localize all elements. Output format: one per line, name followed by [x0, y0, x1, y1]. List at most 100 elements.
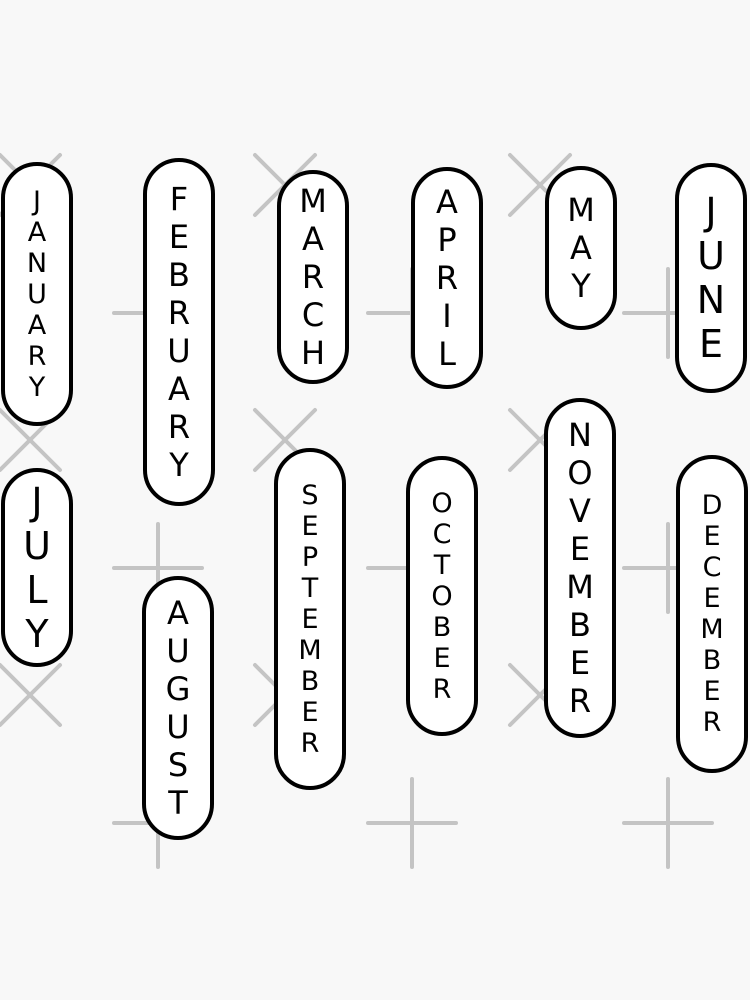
month-letter: B — [432, 611, 452, 643]
month-letter: V — [569, 492, 591, 530]
month-letter: R — [702, 707, 722, 738]
month-letter: R — [568, 682, 592, 720]
month-letter: B — [300, 665, 320, 697]
month-letter: F — [169, 180, 189, 218]
month-letter: M — [299, 182, 327, 220]
month-letter: L — [26, 567, 48, 612]
month-letter: U — [167, 332, 191, 370]
month-letter: S — [167, 746, 189, 784]
month-letter: R — [27, 340, 47, 372]
month-letter: U — [166, 632, 190, 670]
month-letter: E — [703, 676, 721, 707]
month-letter: U — [697, 234, 725, 278]
month-letter: M — [700, 614, 724, 645]
month-letter: E — [168, 218, 190, 256]
month-letter: U — [166, 708, 190, 746]
month-letter: J — [33, 185, 41, 217]
month-letter: R — [432, 673, 452, 705]
month-letter: B — [168, 256, 190, 294]
month-letter: D — [701, 490, 723, 521]
month-letter: E — [703, 521, 721, 552]
month-letter: A — [570, 229, 592, 267]
month-letter: J — [705, 190, 717, 234]
month-letter: O — [567, 454, 593, 492]
plus-cut-mark-icon — [622, 777, 714, 869]
month-letter: A — [168, 370, 190, 408]
month-letter: T — [301, 572, 319, 604]
month-letter: E — [569, 530, 591, 568]
month-letter: B — [569, 606, 591, 644]
month-letter: O — [431, 580, 453, 612]
month-letter: T — [433, 549, 451, 581]
month-letter: R — [301, 258, 325, 296]
month-letter: E — [301, 510, 319, 542]
month-letter: Y — [25, 611, 49, 656]
month-letter: N — [568, 416, 592, 454]
month-letter: E — [569, 644, 591, 682]
month-letter: G — [165, 670, 191, 708]
month-letter: J — [31, 479, 43, 524]
month-letter: P — [437, 221, 457, 259]
month-letter: M — [566, 568, 594, 606]
month-letter: R — [167, 294, 191, 332]
month-letter: A — [302, 220, 324, 258]
month-letter: M — [298, 634, 322, 666]
month-letter: O — [431, 487, 453, 519]
month-letter: C — [702, 552, 722, 583]
month-letter: E — [433, 642, 451, 674]
month-letter: N — [696, 278, 726, 322]
month-letter: U — [27, 278, 47, 310]
month-letter: H — [300, 334, 326, 372]
month-letter: E — [698, 322, 723, 366]
month-letter: N — [26, 247, 48, 279]
plus-cut-mark-icon — [366, 777, 458, 869]
month-letter: E — [301, 603, 319, 635]
month-letter: L — [438, 335, 456, 373]
month-letter: T — [168, 784, 188, 822]
month-letter: U — [23, 523, 51, 568]
month-letter: S — [301, 479, 319, 511]
x-cut-mark-icon — [0, 663, 62, 727]
month-letter: P — [301, 541, 319, 573]
month-letter: Y — [571, 267, 591, 305]
month-letter: B — [702, 645, 722, 676]
month-letter: E — [703, 583, 721, 614]
month-letter: I — [442, 297, 452, 335]
month-letter: A — [27, 309, 47, 341]
month-letter: Y — [169, 446, 189, 484]
month-letter: A — [27, 216, 47, 248]
month-letter: A — [436, 183, 458, 221]
month-letter: C — [432, 518, 452, 550]
month-letter: M — [567, 191, 595, 229]
month-letter: A — [167, 594, 189, 632]
month-letter: R — [300, 727, 320, 759]
month-letter: R — [167, 408, 191, 446]
month-letter: Y — [28, 371, 46, 403]
month-letter: E — [301, 696, 319, 728]
